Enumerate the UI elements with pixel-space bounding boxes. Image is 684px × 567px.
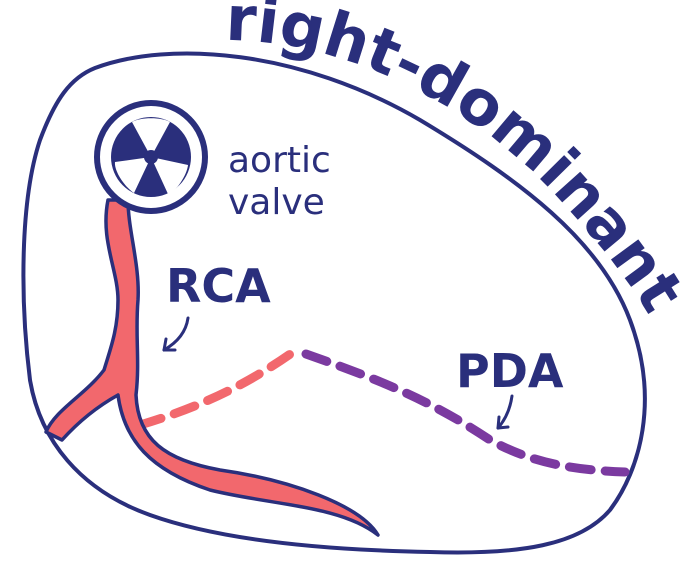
rca-arrow-icon (164, 318, 188, 350)
pda-label: PDA (456, 344, 564, 398)
pda-arrow-icon (498, 396, 512, 428)
aortic-valve-label-line2: valve (228, 182, 325, 223)
aortic-valve-label-line1: aortic (228, 140, 331, 181)
rca-label: RCA (166, 259, 271, 313)
rca-dashed-branch (140, 350, 296, 425)
aortic-valve-icon (97, 103, 205, 211)
